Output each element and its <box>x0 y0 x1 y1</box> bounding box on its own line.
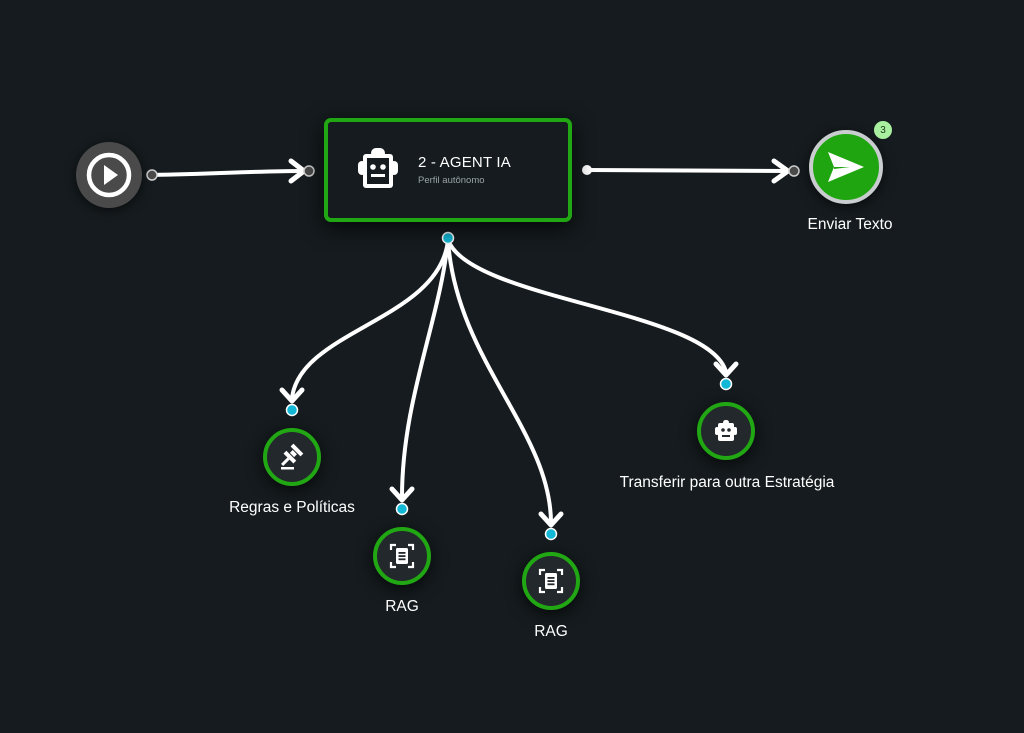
agent-subtitle: Perfil autônomo <box>418 175 485 186</box>
transferir-input-port[interactable] <box>719 377 733 391</box>
tool-node-rag-1[interactable] <box>373 527 431 585</box>
arrowhead-icon <box>389 486 415 503</box>
agent-title: 2 - AGENT IA <box>418 154 511 171</box>
tool-node-transferir[interactable] <box>697 402 755 460</box>
edge-agent-to-regras[interactable] <box>290 238 450 400</box>
rag-2-input-port[interactable] <box>544 527 558 541</box>
arrowhead-icon <box>771 158 791 184</box>
tool-label-regras: Regras e Políticas <box>229 499 355 516</box>
agent-output-port[interactable] <box>582 165 592 175</box>
send-text-node[interactable] <box>809 130 883 204</box>
document-scan-icon <box>538 568 564 594</box>
tool-label-rag-1: RAG <box>385 598 419 615</box>
send-input-port[interactable] <box>788 165 800 177</box>
robot-icon <box>350 142 406 198</box>
rag-1-input-port[interactable] <box>395 502 409 516</box>
arrowhead-icon <box>713 361 739 378</box>
agent-node[interactable]: 2 - AGENT IA Perfil autônomo <box>324 118 572 222</box>
edge-start-to-agent[interactable] <box>150 169 307 177</box>
arrowhead-icon <box>279 387 305 404</box>
agent-tools-port[interactable] <box>441 231 455 245</box>
tool-label-rag-2: RAG <box>534 623 568 640</box>
edge-agent-to-transferir[interactable] <box>446 238 728 374</box>
agent-input-port[interactable] <box>303 165 315 177</box>
send-text-label: Enviar Texto <box>807 216 893 233</box>
edge-agent-to-rag-1[interactable] <box>400 238 450 499</box>
arrowhead-icon <box>538 511 564 528</box>
start-output-port[interactable] <box>146 169 158 181</box>
tool-node-regras[interactable] <box>263 428 321 486</box>
robot-icon <box>715 420 737 441</box>
send-icon <box>828 152 864 182</box>
tool-node-rag-2[interactable] <box>522 552 580 610</box>
play-circle-icon <box>86 152 132 198</box>
start-node[interactable] <box>76 142 142 208</box>
edge-agent-to-rag-2[interactable] <box>446 238 553 524</box>
tool-label-transferir: Transferir para outra Estratégia <box>619 474 835 491</box>
notification-badge: 3 <box>874 121 892 139</box>
regras-input-port[interactable] <box>285 403 299 417</box>
document-scan-icon <box>389 543 415 569</box>
gavel-icon <box>281 443 304 470</box>
edge-agent-to-send[interactable] <box>585 168 791 173</box>
